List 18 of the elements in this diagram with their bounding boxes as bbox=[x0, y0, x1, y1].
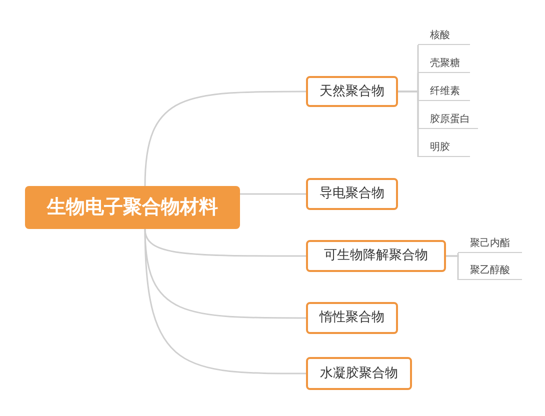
topic-box: 惰性聚合物 bbox=[306, 302, 398, 334]
connector-line bbox=[240, 193, 306, 195]
topic-box: 天然聚合物 bbox=[306, 76, 398, 107]
subtopic-label: 聚乙醇酸 bbox=[458, 262, 522, 280]
subtopic-label: 胶原蛋白 bbox=[418, 111, 478, 129]
subtopic-label: 壳聚糖 bbox=[418, 55, 470, 73]
subtopic-label: 纤维素 bbox=[418, 83, 470, 101]
connector-line bbox=[398, 90, 419, 157]
topic-box: 水凝胶聚合物 bbox=[306, 357, 412, 390]
connector-line bbox=[144, 228, 306, 374]
subtopic-label: 明胶 bbox=[418, 139, 470, 157]
central-topic-box: 生物电子聚合物材料 bbox=[25, 186, 240, 229]
subtopic-label: 核酸 bbox=[418, 27, 470, 45]
topic-box: 导电聚合物 bbox=[306, 178, 398, 210]
subtopic-label: 聚己内酯 bbox=[458, 235, 522, 253]
topic-box: 可生物降解聚合物 bbox=[306, 240, 446, 272]
connector-line bbox=[144, 90, 306, 186]
connector-line bbox=[446, 255, 459, 280]
